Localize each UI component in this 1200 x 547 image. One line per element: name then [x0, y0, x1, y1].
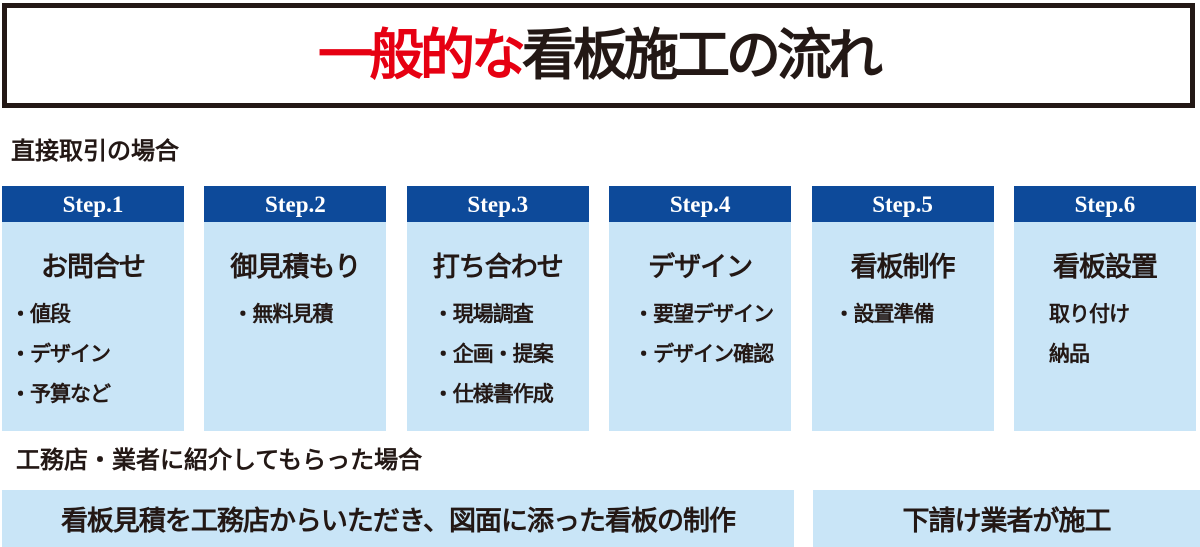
step-3-header: Step.3: [406, 186, 589, 222]
step-column-4: Step.4 デザイン ・要望デザイン ・デザイン確認: [609, 186, 792, 431]
step-3-body: 打ち合わせ ・現場調査 ・企画・提案 ・仕様書作成: [406, 222, 589, 431]
step-6-body: 看板設置 取り付け 納品: [1013, 222, 1196, 431]
step-4-body: デザイン ・要望デザイン ・デザイン確認: [609, 222, 792, 431]
step-1-body: お問合せ ・値段 ・デザイン ・予算など: [2, 222, 184, 431]
step-column-5: Step.5 看板制作 ・設置準備: [811, 186, 994, 431]
section-label-referral: 工務店・業者に紹介してもらった場合: [16, 447, 423, 474]
step-6-title: 看板設置: [1052, 252, 1158, 282]
step-6-header: Step.6: [1013, 186, 1196, 222]
list-item: 取り付け: [1048, 303, 1130, 327]
step-4-header: Step.4: [609, 186, 792, 222]
step-5-header: Step.5: [811, 186, 994, 222]
step-3-items: ・現場調査 ・企画・提案 ・仕様書作成: [407, 295, 589, 415]
step-column-3: Step.3 打ち合わせ ・現場調査 ・企画・提案 ・仕様書作成: [406, 186, 589, 431]
step-1-items: ・値段 ・デザイン ・予算など: [2, 295, 184, 415]
list-item: ・企画・提案: [432, 343, 554, 367]
step-2-items: ・無料見積: [204, 295, 386, 335]
step-1-title: お問合せ: [41, 252, 146, 282]
list-item: ・現場調査: [432, 303, 534, 327]
referral-bar-subcontractor: 下請け業者が施工: [813, 490, 1200, 547]
step-2-header: Step.2: [204, 186, 387, 222]
page-title: 一般的な看板施工の流れ: [317, 25, 883, 86]
page-title-rest: 看板施工の流れ: [522, 25, 883, 86]
step-5-body: 看板制作 ・設置準備: [811, 222, 994, 431]
list-item: ・値段: [10, 303, 71, 327]
step-column-2: Step.2 御見積もり ・無料見積: [204, 186, 387, 431]
list-item: ・仕様書作成: [432, 383, 554, 407]
list-item: ・設置準備: [833, 303, 935, 327]
list-item: ・デザイン: [10, 343, 111, 367]
list-item: ・予算など: [10, 383, 111, 407]
step-4-title: デザイン: [648, 252, 753, 282]
page-title-highlight: 一般的な: [317, 25, 526, 86]
referral-bar-production: 看板見積を工務店からいただき、図面に添った看板の制作: [2, 490, 794, 547]
step-2-title: 御見積もり: [230, 252, 361, 282]
step-5-title: 看板制作: [850, 252, 956, 282]
list-item: ・要望デザイン: [633, 303, 774, 327]
step-6-items: 取り付け 納品: [1014, 295, 1196, 375]
title-banner: 一般的な看板施工の流れ: [2, 3, 1195, 108]
step-2-body: 御見積もり ・無料見積: [204, 222, 387, 431]
list-item: ・無料見積: [232, 303, 333, 327]
list-item: 納品: [1048, 343, 1090, 367]
step-1-header: Step.1: [2, 186, 184, 222]
list-item: ・デザイン確認: [633, 343, 774, 367]
section-label-direct: 直接取引の場合: [11, 138, 179, 165]
step-5-items: ・設置準備: [812, 295, 994, 335]
step-3-title: 打ち合わせ: [432, 252, 564, 282]
step-column-6: Step.6 看板設置 取り付け 納品: [1013, 186, 1196, 431]
step-4-items: ・要望デザイン ・デザイン確認: [609, 295, 791, 375]
step-column-1: Step.1 お問合せ ・値段 ・デザイン ・予算など: [2, 186, 184, 431]
steps-row: Step.1 お問合せ ・値段 ・デザイン ・予算など Step.2 御見積もり…: [2, 186, 1196, 431]
